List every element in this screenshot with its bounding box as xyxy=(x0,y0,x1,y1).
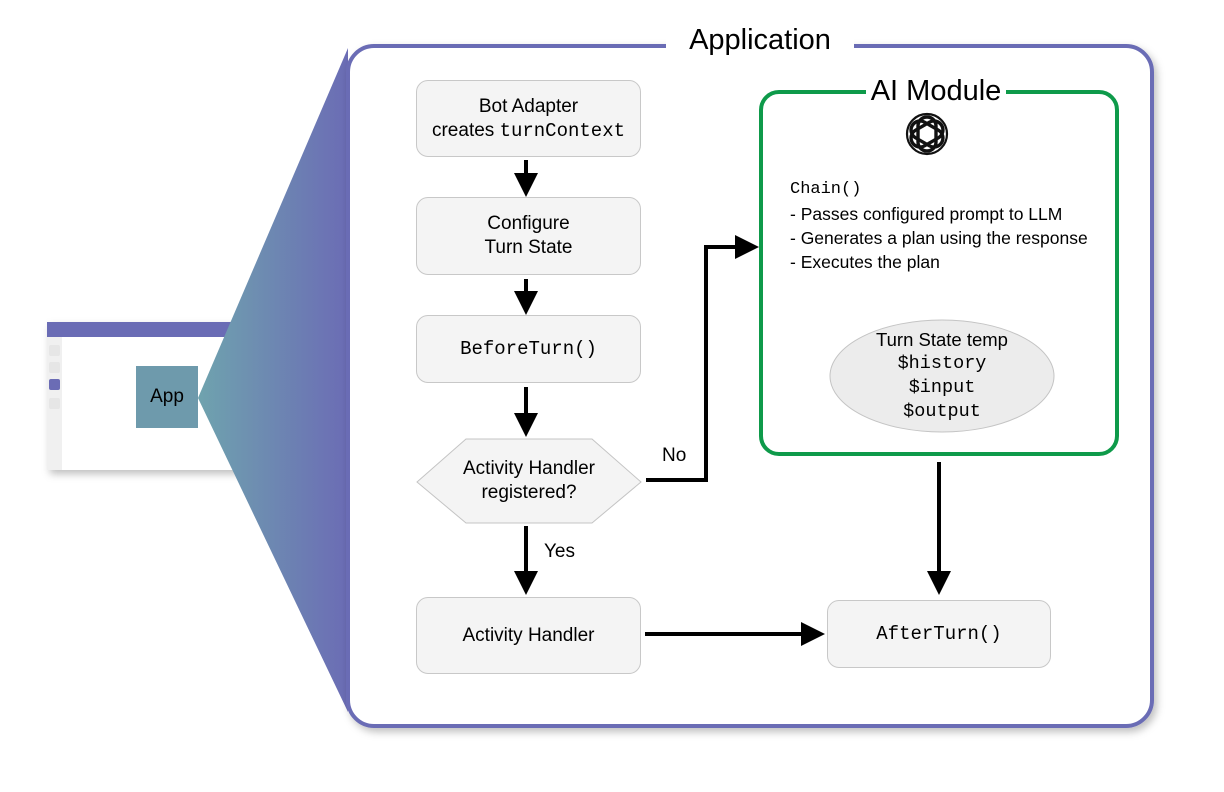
bot-adapter-line1: Bot Adapter xyxy=(478,95,579,117)
sidebar-dot xyxy=(49,398,60,409)
app-window-titlebar xyxy=(47,322,277,337)
activity-handler-box: Activity Handler xyxy=(416,597,641,674)
sidebar-dot xyxy=(49,362,60,373)
app-tile xyxy=(136,366,198,428)
decision-line2: registered? xyxy=(481,482,577,503)
openai-logo-icon xyxy=(905,112,949,156)
edge-label-yes: Yes xyxy=(544,541,575,562)
after-turn-code: AfterTurn() xyxy=(876,623,1002,645)
turn-state-title: Turn State temp xyxy=(876,329,1008,350)
turn-state-var: $history xyxy=(897,353,987,374)
configure-turn-state-box: Configure Turn State xyxy=(416,197,641,275)
decision-text: Activity Handler registered? xyxy=(417,457,641,505)
decision-shape xyxy=(416,438,642,524)
configure-line1: Configure xyxy=(487,213,570,234)
turn-state-ellipse xyxy=(829,319,1055,433)
turn-context-code: turnContext xyxy=(499,119,625,142)
decision-line1: Activity Handler xyxy=(463,458,595,479)
ai-module-title: AI Module xyxy=(866,73,1006,109)
chain-method: Chain() xyxy=(790,180,862,199)
bot-adapter-prefix: creates xyxy=(431,119,495,141)
configure-line2: Turn State xyxy=(484,237,573,258)
turn-state-var: $input xyxy=(908,377,976,398)
before-turn-code: BeforeTurn() xyxy=(460,338,597,360)
activity-handler-label: Activity Handler xyxy=(462,624,595,646)
zoom-fan xyxy=(198,48,348,712)
ai-bullet: - Generates a plan using the response xyxy=(790,228,1088,248)
after-turn-box: AfterTurn() xyxy=(827,600,1051,668)
ai-bullet: - Passes configured prompt to LLM xyxy=(790,204,1063,224)
before-turn-box: BeforeTurn() xyxy=(416,315,641,383)
bot-adapter-box: Bot Adapter creates turnContext xyxy=(416,80,641,157)
turn-state-temp: Turn State temp $history $input $output xyxy=(832,328,1052,424)
arrow-decision-no xyxy=(646,235,759,482)
app-label: App xyxy=(150,386,184,407)
turn-state-var: $output xyxy=(903,401,981,422)
sidebar-dot xyxy=(49,345,60,356)
bot-adapter-line2: creates turnContext xyxy=(432,119,625,143)
application-title: Application xyxy=(666,22,854,58)
edge-label-no: No xyxy=(662,445,687,466)
ai-module-description: Chain() - Passes configured prompt to LL… xyxy=(790,178,1088,274)
ai-bullet: - Executes the plan xyxy=(790,252,940,272)
sidebar-dot-active xyxy=(49,379,60,390)
